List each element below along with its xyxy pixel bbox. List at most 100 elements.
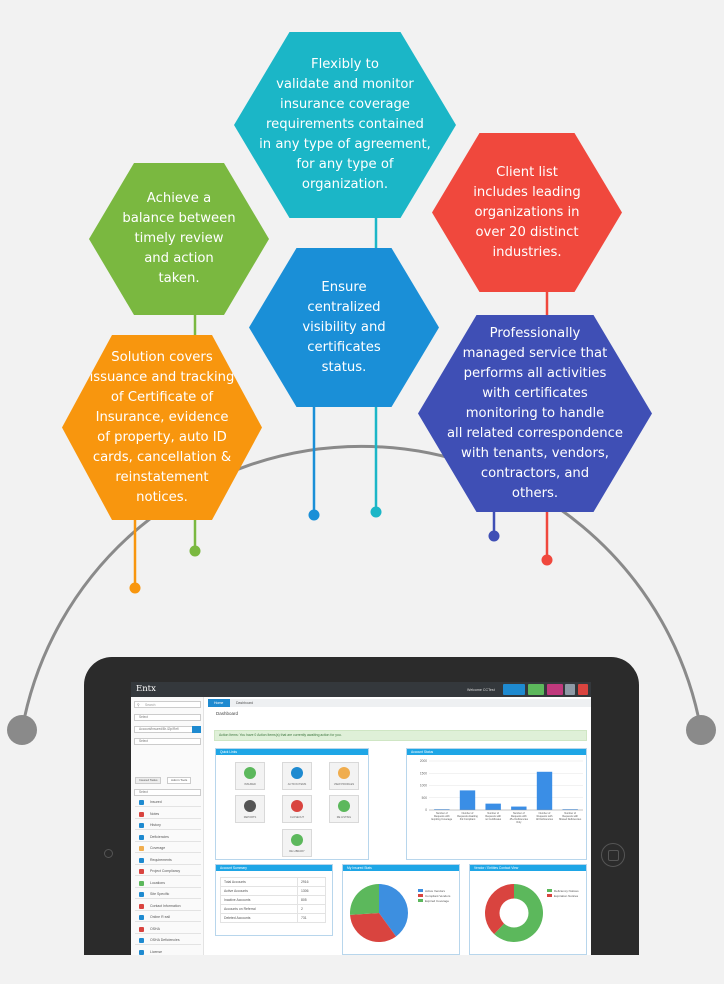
search-icon: ⚲ [137, 703, 140, 707]
sidebar-search[interactable]: ⚲ Search [134, 701, 201, 708]
insured-stats-title: My Insured Stats [343, 865, 459, 871]
sidebar-item[interactable]: Locations [135, 878, 201, 888]
hex-line: requirements contained [266, 117, 424, 132]
app-topbar: Entx Welcome CCTest [131, 682, 591, 697]
hex-line: of property, auto ID [97, 429, 227, 445]
breadcrumb-dashboard[interactable]: Dashboard [236, 701, 254, 705]
quick-link-icon [291, 800, 303, 812]
select-top[interactable]: Select [134, 714, 201, 721]
legend-swatch [418, 899, 423, 902]
hex-line: with tenants, vendors, [461, 445, 609, 461]
search-input[interactable]: Search [145, 703, 156, 707]
message-icon[interactable] [528, 684, 544, 695]
select-bottom[interactable]: Select [134, 738, 201, 745]
quick-link-button[interactable]: REPORTS [235, 795, 265, 823]
tab-admin-tools[interactable]: Admin Tools [167, 777, 192, 784]
sidebar-item[interactable]: OSHA Deficiencies [135, 935, 201, 945]
y-tick-label: 0 [425, 808, 427, 812]
quick-link-label: INSURED [244, 783, 256, 786]
quick-link-button[interactable]: RE LIBRARY [282, 829, 312, 857]
menu-item-icon [139, 800, 144, 805]
chart-bar [562, 809, 578, 810]
sidebar-item[interactable]: History [135, 820, 201, 830]
home-button[interactable] [601, 843, 625, 867]
quick-link-button[interactable]: ACTION ITEMS [282, 762, 312, 790]
sidebar-item-label: Coverage [150, 846, 166, 850]
hex-line: industries. [492, 244, 562, 260]
donut-hole [499, 898, 529, 928]
hex-line: cards, cancellation & [92, 449, 232, 465]
hex-line: notices. [136, 489, 188, 505]
pie-slice [350, 913, 397, 942]
account-search-input[interactable]: Account/Insured/Br./Zip/Ref/ [134, 726, 201, 733]
hex-line: centralized [307, 299, 381, 315]
task-icon[interactable] [547, 684, 563, 695]
hex-line: contractors, and [480, 465, 590, 481]
menu-item-icon [139, 949, 144, 955]
chart-bar [536, 771, 553, 810]
settings-icon[interactable] [565, 684, 575, 695]
quick-link-button[interactable]: RE LISTING [329, 795, 359, 823]
hex-line: performs all activities [463, 365, 607, 381]
breadcrumb-home[interactable]: Home [208, 699, 230, 707]
quick-link-button[interactable]: VIEW PROFILES [329, 762, 359, 790]
search-go-button[interactable] [192, 726, 201, 733]
sidebar-item[interactable]: Contact Information [135, 901, 201, 911]
menu-item-icon [139, 938, 144, 943]
hex-line: timely review [134, 231, 224, 246]
sidebar-item[interactable]: License [135, 947, 201, 956]
hex-line: of Certificate of [110, 389, 214, 405]
chart-bar [434, 809, 450, 810]
sidebar-item-label: Online R eall [150, 915, 171, 919]
sidebar-item[interactable]: OSHA [135, 924, 201, 934]
sidebar-item[interactable]: Requirements [135, 855, 201, 865]
hex-line: includes leading [473, 184, 581, 200]
summary-value: 805 [297, 895, 326, 905]
menu-item-icon [139, 811, 144, 817]
quick-link-button[interactable]: CLOSEOUT [282, 795, 312, 823]
quick-link-icon [291, 834, 303, 846]
quick-links-title: Quick Links [216, 749, 368, 755]
legend-swatch [418, 889, 423, 892]
tab-insured-tasks[interactable]: Insured Tasks [135, 777, 162, 784]
sidebar-item[interactable]: Insured [135, 797, 201, 807]
hex-line: managed service that [462, 345, 608, 361]
menu-item-icon [139, 834, 144, 840]
quick-link-button[interactable]: INSURED [235, 762, 265, 790]
menu-item-icon [139, 926, 144, 932]
sidebar-item-label: License [150, 949, 163, 954]
quick-link-icon [244, 767, 256, 779]
legend-swatch [547, 889, 552, 892]
sidebar-item[interactable]: Site Specific [135, 889, 201, 899]
sidebar-item-label: Notes [150, 811, 160, 816]
sidebar-item-label: OSHA Deficiencies [150, 938, 180, 942]
notification-icon[interactable] [503, 684, 525, 695]
hex-line: balance between [122, 211, 236, 226]
menu-select[interactable]: Select [134, 789, 201, 796]
chart-bar [511, 806, 527, 810]
sidebar-item[interactable]: Deficiencies [135, 832, 201, 842]
hex-line: Achieve a [146, 191, 212, 206]
camera-icon [104, 849, 113, 858]
sidebar-item-label: Locations [150, 880, 165, 885]
sidebar-item[interactable]: Project Compliancy [135, 866, 201, 876]
power-icon[interactable] [578, 684, 588, 695]
summary-label: Active Accounts [220, 886, 298, 896]
sidebar-item[interactable]: Notes [135, 809, 201, 819]
sidebar-item[interactable]: Coverage [135, 843, 201, 853]
quick-link-label: REPORTS [243, 816, 257, 819]
sidebar-item[interactable]: Online R eall [135, 912, 201, 922]
hex-line: Client list [496, 164, 558, 180]
summary-value: 2916 [297, 877, 326, 887]
